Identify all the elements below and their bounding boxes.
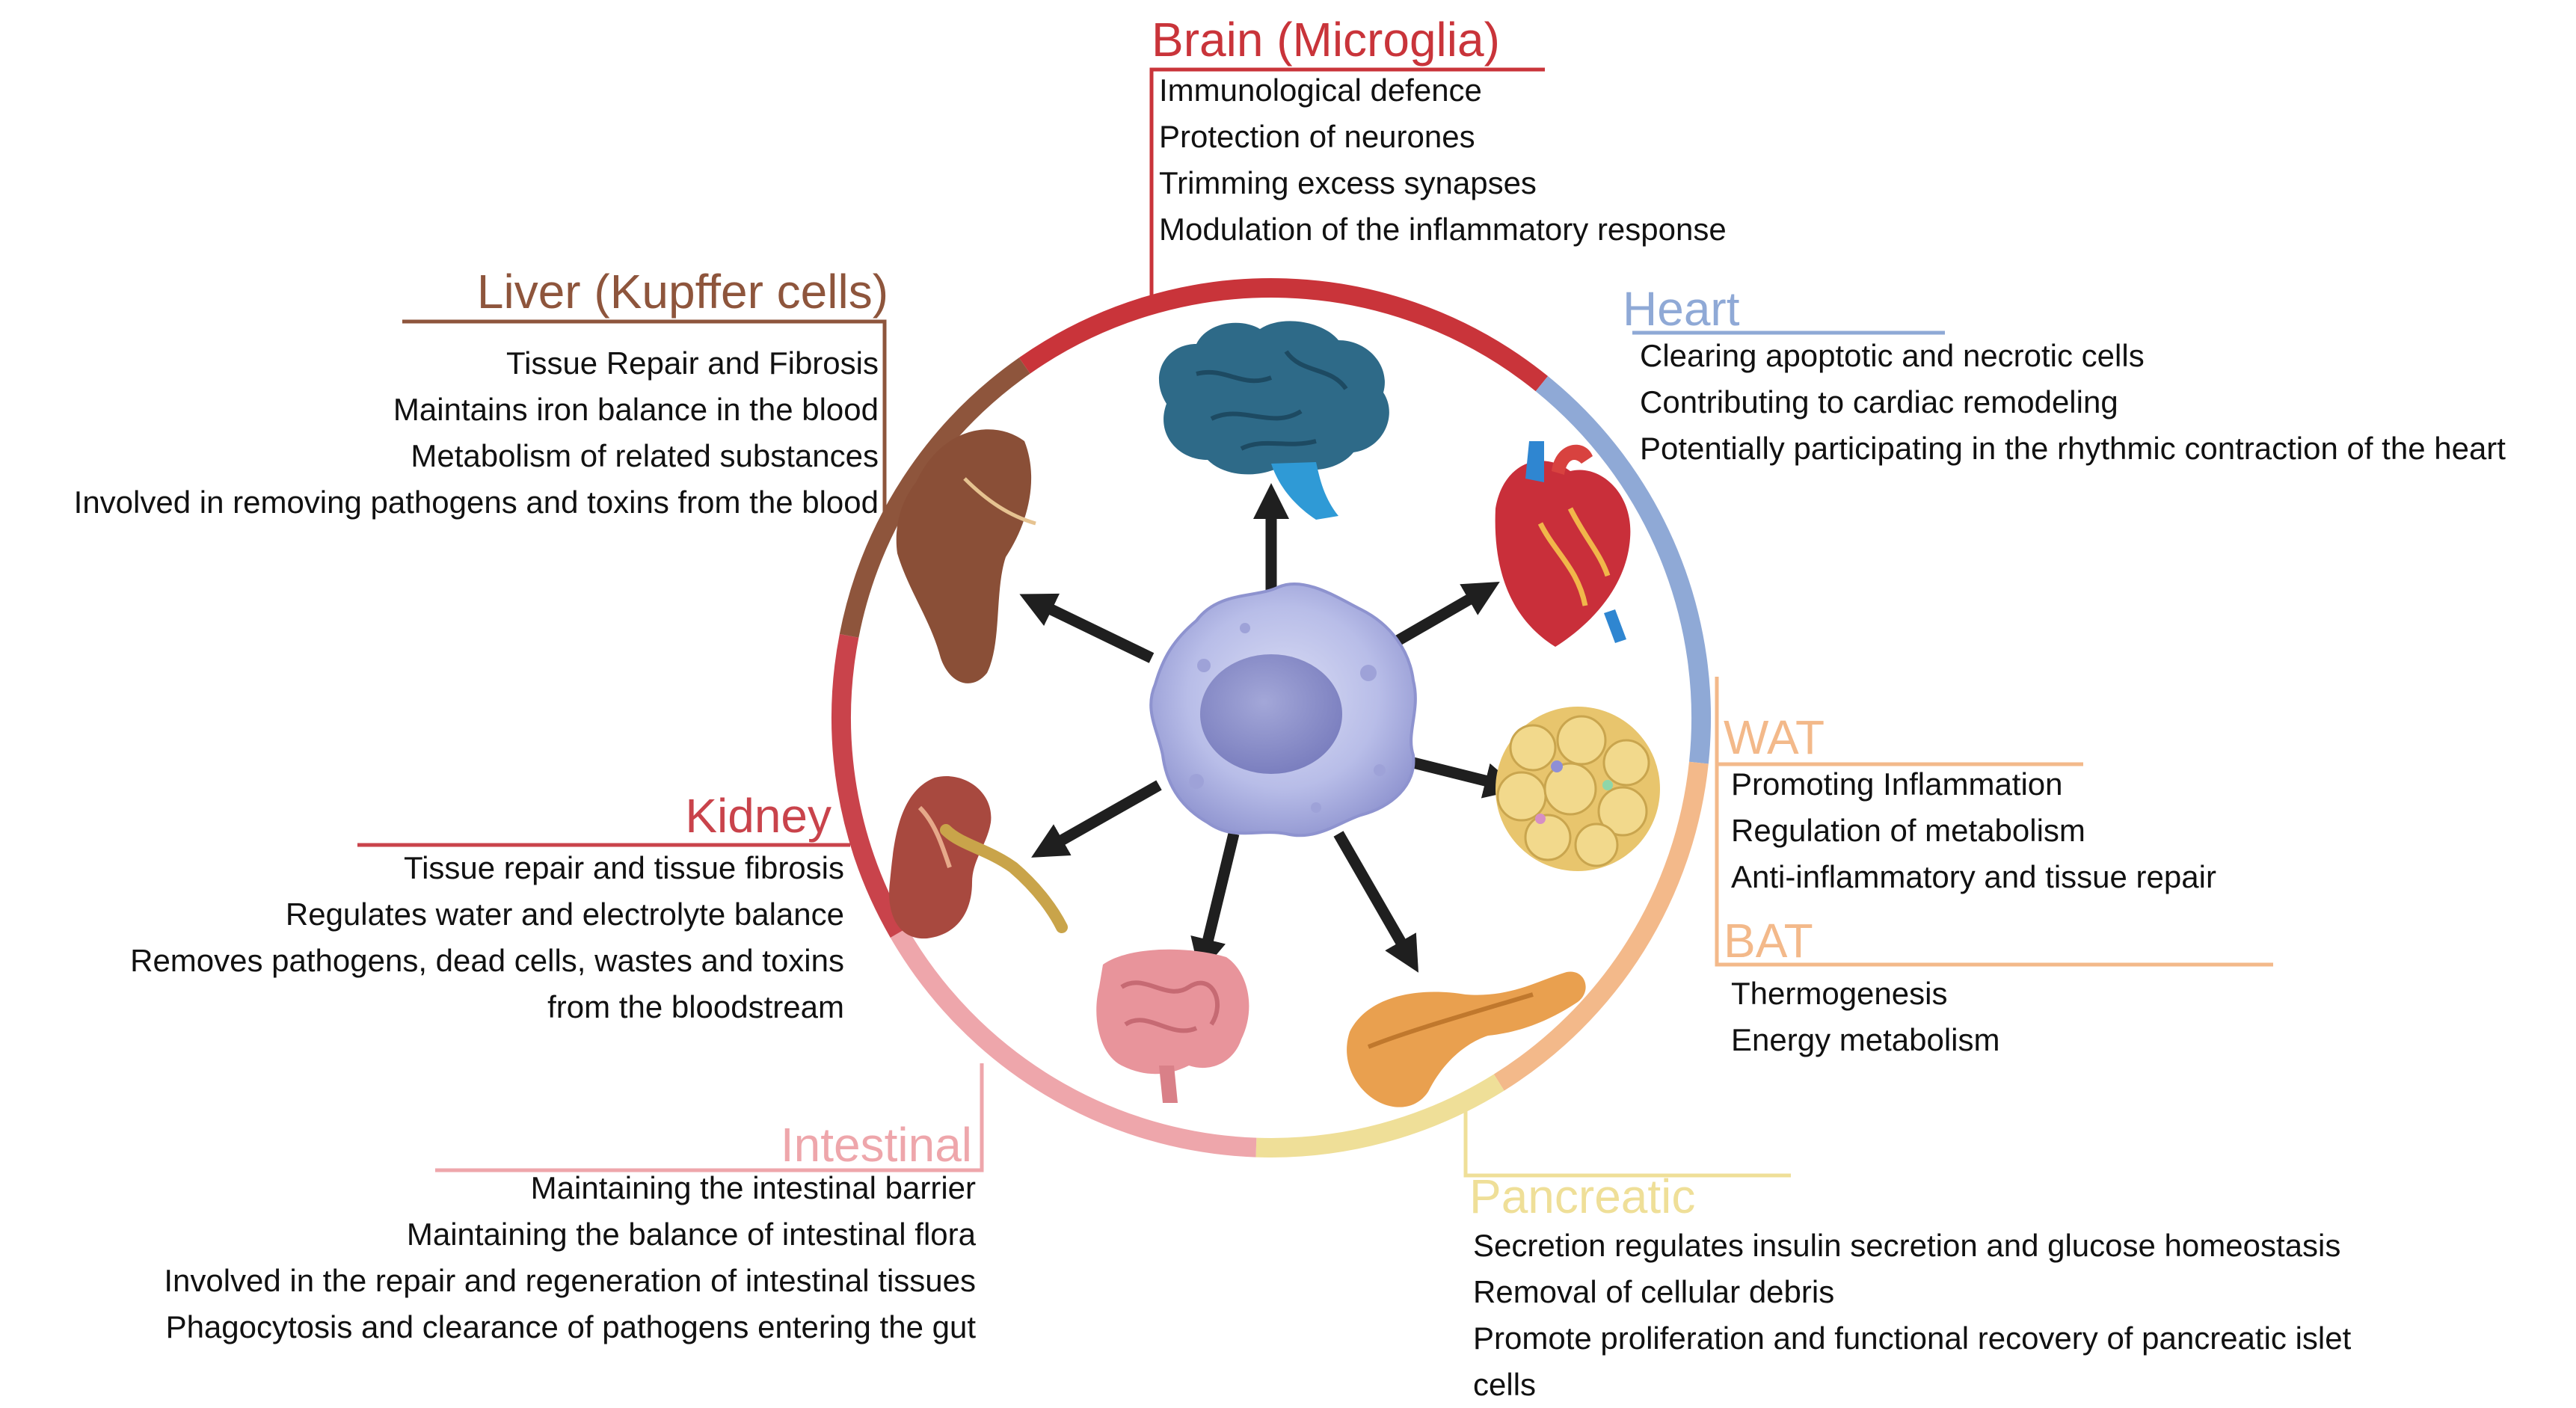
text-blocks: Brain (Microglia) Immunological defencePr…	[74, 13, 2506, 1402]
arrow-to-liver	[1019, 593, 1155, 663]
leader-line-brain	[1149, 67, 1545, 303]
organ-function-item: Promote proliferation and functional rec…	[1473, 1321, 2352, 1356]
organ-function-item: Thermogenesis	[1731, 976, 1947, 1011]
organ-title-liver: Liver (Kupffer cells)	[477, 265, 888, 319]
ring-segment-kidney	[831, 633, 908, 938]
arrow-to-adipose	[1397, 753, 1521, 799]
arrow-to-pancreas	[1333, 831, 1418, 973]
heart-icon	[1495, 441, 1631, 647]
kidney-icon	[889, 776, 1068, 939]
organ-function-item: Modulation of the inflammatory response	[1159, 212, 1727, 247]
organ-function-item: Energy metabolism	[1731, 1022, 1999, 1057]
pancreas-icon	[1347, 971, 1586, 1107]
organ-function-item: Regulation of metabolism	[1731, 813, 2085, 848]
organ-function-item: cells	[1473, 1367, 1536, 1402]
organ-title-wat: WAT	[1724, 710, 1825, 764]
organ-function-item: Maintaining the balance of intestinal fl…	[407, 1217, 977, 1252]
ring-segment-liver	[839, 357, 1030, 638]
organ-block-liver: Liver (Kupffer cells) Tissue Repair and F…	[74, 265, 888, 520]
organ-function-item: Removal of cellular debris	[1473, 1274, 1834, 1309]
organ-function-item: Promoting Inflammation	[1731, 766, 2063, 802]
organ-function-item: from the bloodstream	[547, 989, 844, 1024]
liver-icon	[896, 429, 1036, 683]
organ-title-brain: Brain (Microglia)	[1152, 13, 1500, 67]
arrow-to-heart	[1384, 582, 1500, 652]
organ-title-pancreatic: Pancreatic	[1469, 1169, 1695, 1223]
organ-function-item: Metabolism of related substances	[411, 438, 879, 473]
arrow-to-kidney	[1031, 780, 1162, 858]
brain-icon	[1158, 321, 1389, 520]
organ-function-item: Removes pathogens, dead cells, wastes an…	[130, 943, 844, 978]
organ-function-item: Trimming excess synapses	[1159, 165, 1537, 200]
organ-function-item: Clearing apoptotic and necrotic cells	[1640, 338, 2145, 373]
ring-segment-heart	[1535, 376, 1712, 764]
organ-ring	[831, 277, 1712, 1158]
leader-line-pancreatic	[1463, 1110, 1791, 1178]
organ-function-item: Regulates water and electrolyte balance	[286, 897, 844, 932]
organ-function-item: Maintains iron balance in the blood	[393, 392, 879, 427]
leader-line-liver	[402, 319, 887, 516]
arrows	[1019, 482, 1521, 975]
organ-function-item: Tissue Repair and Fibrosis	[506, 345, 879, 381]
organ-function-item: Immunological defence	[1159, 73, 1482, 108]
organ-function-item: Contributing to cardiac remodeling	[1640, 384, 2118, 419]
ring-segment-intestinal	[890, 927, 1257, 1158]
leader-lines	[357, 67, 2273, 1178]
organ-function-item: Secretion regulates insulin secretion an…	[1473, 1228, 2340, 1263]
organ-function-item: Involved in removing pathogens and toxin…	[74, 485, 879, 520]
macrophage-cell-icon	[1149, 582, 1417, 837]
organ-function-item: Involved in the repair and regeneration …	[164, 1263, 976, 1298]
organ-title-intestinal: Intestinal	[781, 1118, 972, 1172]
organ-function-item: Anti-inflammatory and tissue repair	[1731, 859, 2216, 894]
intestine-icon	[1096, 949, 1249, 1103]
organ-block-brain: Brain (Microglia) Immunological defencePr…	[1152, 13, 1727, 247]
organ-title-bat: BAT	[1724, 914, 1813, 968]
leader-line-intestinal	[435, 1063, 984, 1172]
ring-segment-pancreatic	[1255, 1074, 1504, 1158]
organ-title-kidney: Kidney	[685, 789, 831, 843]
organ-function-item: Maintaining the intestinal barrier	[531, 1170, 976, 1205]
organ-function-item: Protection of neurones	[1159, 119, 1475, 154]
organ-function-item: Tissue repair and tissue fibrosis	[404, 850, 844, 885]
leader-line-bat	[1715, 764, 2273, 967]
organ-function-item: Phagocytosis and clearance of pathogens …	[166, 1309, 977, 1344]
organ-title-heart: Heart	[1623, 282, 1740, 336]
adipose-tissue-icon	[1496, 707, 1660, 871]
organ-function-item: Potentially participating in the rhythmi…	[1640, 431, 2506, 466]
ring-segment-brain	[1018, 277, 1549, 392]
ring-segment-adipose	[1493, 761, 1709, 1091]
arrow-to-intestinal	[1190, 832, 1240, 975]
